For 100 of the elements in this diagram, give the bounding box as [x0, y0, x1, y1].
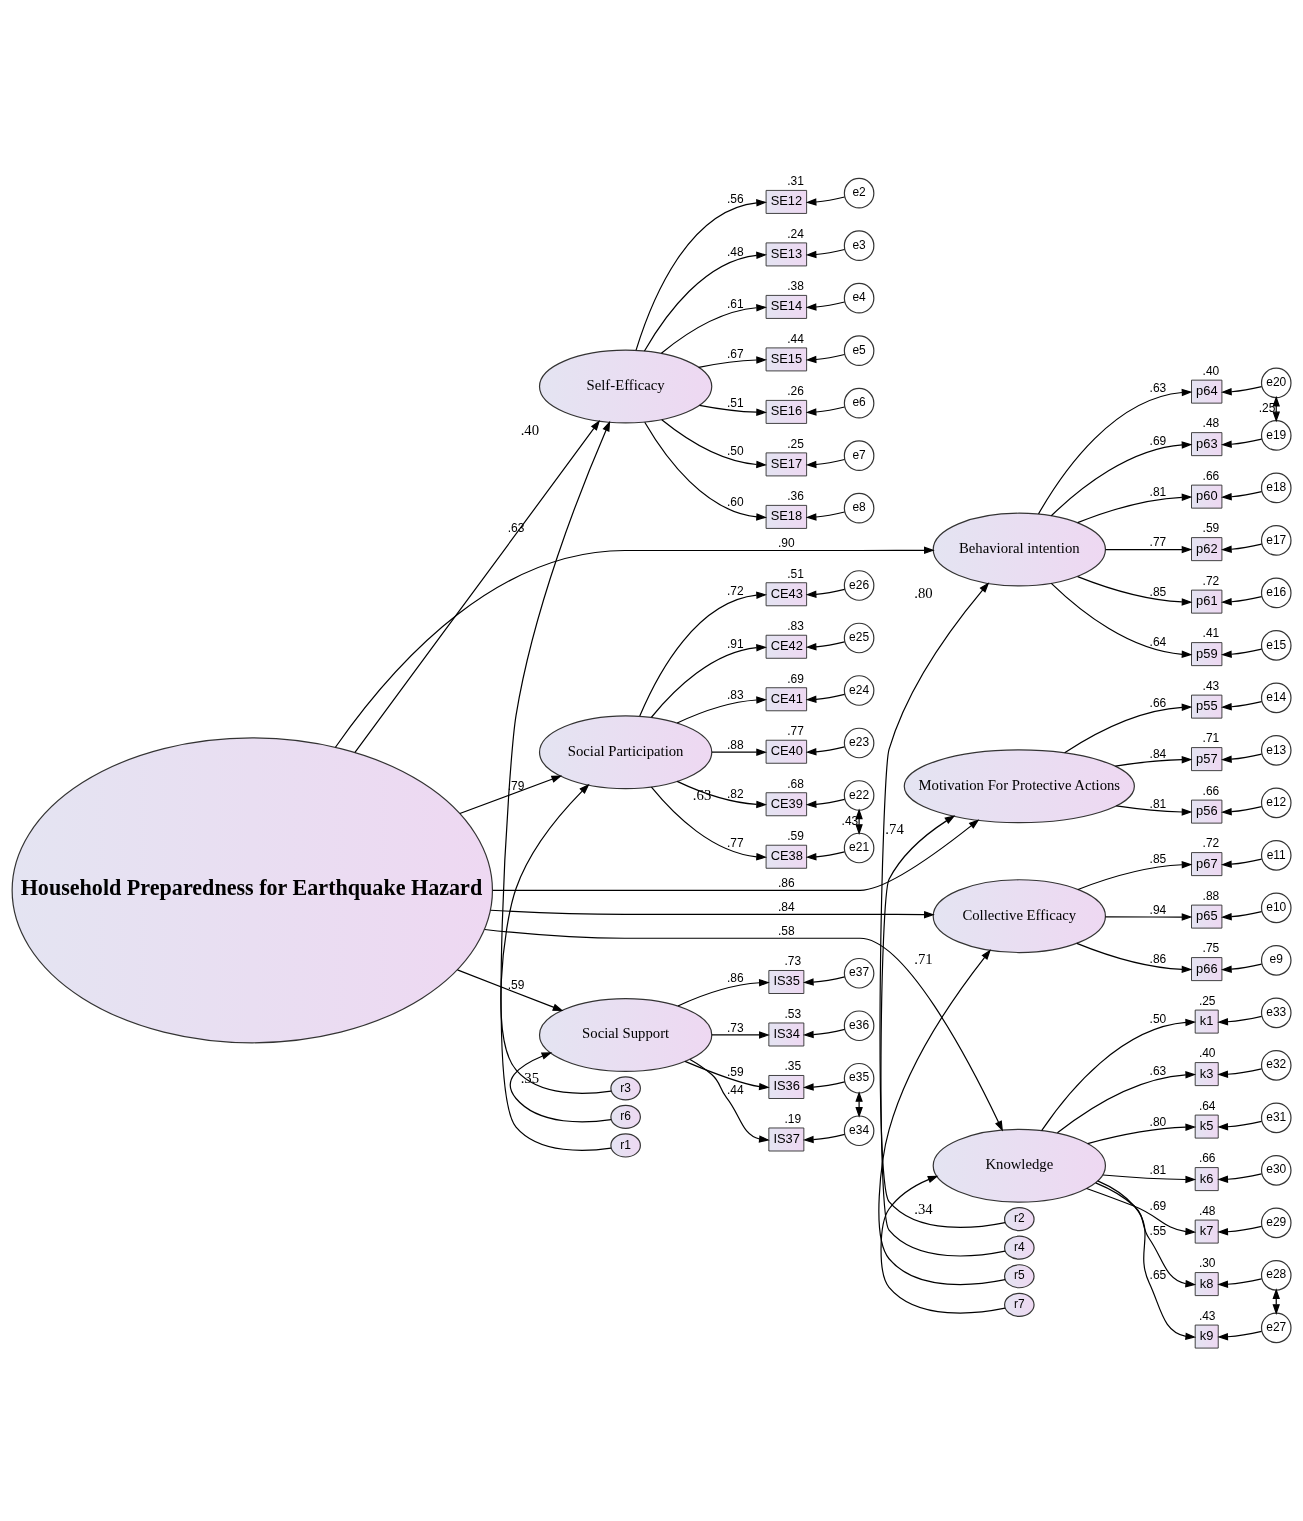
node-circle: e3 [843, 230, 875, 261]
edge-label: .80 [1149, 1114, 1167, 1129]
edge-label: .77 [726, 836, 744, 851]
node-label: .40 [1202, 363, 1220, 378]
arrow [1221, 911, 1263, 921]
node-label: .38 [787, 279, 804, 294]
arrow [805, 588, 846, 599]
arrow [635, 199, 767, 351]
edge-label: .64 [1149, 634, 1167, 649]
node-circle: e26 [843, 570, 875, 601]
arrow [1050, 441, 1193, 517]
arrow [802, 1081, 846, 1091]
node-label: .71 [914, 951, 933, 968]
edge-label: .85 [1149, 585, 1167, 600]
edge-label: .25 [1258, 401, 1276, 416]
edge-label: .58 [778, 923, 795, 938]
node-label: .73 [784, 954, 802, 969]
arrow [805, 458, 846, 469]
edge-label: .81 [1149, 484, 1167, 499]
arrow [802, 1133, 846, 1144]
arrow [805, 798, 846, 809]
node-label: .71 [1202, 731, 1220, 746]
edge-label: .81 [1149, 796, 1167, 811]
edge-label: .61 [726, 296, 744, 311]
node-label: .36 [787, 489, 804, 504]
node-label: .63 [692, 787, 712, 804]
node-label: .43 [1202, 678, 1220, 693]
edge-label: .84 [778, 899, 795, 914]
node-label: .72 [1202, 573, 1220, 588]
arrow [1217, 1120, 1263, 1131]
node-label: .66 [1202, 468, 1220, 483]
node-ellipse: Behavioral intention [932, 512, 1107, 587]
arrow [1105, 545, 1193, 554]
arrow [1221, 648, 1263, 658]
node-circle: e17 [1260, 525, 1292, 556]
arrow [1221, 596, 1263, 606]
arrow [1221, 963, 1263, 973]
node-ellipse: r6 [610, 1104, 641, 1130]
arrow [1077, 861, 1193, 891]
arrow [639, 591, 767, 717]
node-label: .51 [787, 566, 804, 581]
arrow [660, 304, 767, 354]
arrow [802, 1028, 846, 1039]
node-ellipse: r4 [1004, 1235, 1035, 1260]
edge-label: .94 [1149, 902, 1167, 917]
arrow [1217, 1015, 1263, 1026]
node-label: .24 [787, 226, 804, 241]
edge-label: .59 [507, 978, 525, 993]
edge-label: .86 [1149, 952, 1167, 967]
arrow [1077, 576, 1193, 606]
arrow [1097, 1180, 1197, 1340]
arrow [1041, 1018, 1197, 1132]
arrow [878, 949, 1006, 1286]
node-circle: e31 [1260, 1102, 1292, 1134]
node-circle: e7 [843, 440, 875, 471]
node-circle: e14 [1260, 682, 1292, 714]
arrow [805, 406, 846, 416]
node-ellipse: r5 [1004, 1264, 1035, 1289]
node-ellipse: Self-Efficacy [538, 349, 713, 424]
node-circle: e9 [1260, 945, 1292, 976]
arrow [802, 976, 846, 986]
node-label: .88 [1202, 888, 1220, 903]
edge-label: .60 [726, 494, 744, 509]
node-label: .53 [784, 1006, 802, 1021]
arrow [676, 696, 767, 724]
arrow [855, 808, 863, 835]
arrow [456, 969, 564, 1012]
node-ellipse: Collective Efficacy [932, 879, 1107, 954]
node-circle: e6 [843, 387, 875, 419]
node-circle: e32 [1260, 1050, 1292, 1081]
arrow [509, 1052, 612, 1123]
node-circle: e16 [1260, 577, 1292, 609]
arrow [1037, 388, 1193, 515]
arrow [1221, 543, 1263, 553]
arrow [1064, 703, 1193, 754]
node-label: .72 [1202, 836, 1220, 851]
node-circle: e5 [843, 335, 875, 366]
node-circle: e13 [1260, 735, 1292, 766]
arrow [1114, 755, 1193, 767]
edge-label: .86 [778, 876, 795, 891]
arrow [684, 1060, 770, 1091]
arrow [805, 746, 846, 756]
arrow [650, 786, 767, 861]
edge-label: .66 [1149, 695, 1167, 710]
node-label: .35 [784, 1059, 802, 1074]
node-label: .48 [1202, 416, 1220, 431]
arrow [1217, 1225, 1263, 1236]
arrow [500, 420, 612, 1151]
node-circle: e29 [1260, 1207, 1292, 1239]
node-circle: e24 [843, 675, 875, 706]
arrow [644, 421, 767, 521]
node-circle: e23 [843, 727, 875, 759]
node-label: .68 [787, 776, 804, 791]
arrow [459, 775, 563, 815]
edge-label: .82 [726, 786, 744, 801]
arrow [1221, 858, 1263, 868]
arrow [490, 909, 935, 919]
edge-label: .55 [1149, 1224, 1167, 1239]
edge-label: .56 [726, 191, 744, 206]
arrow [1217, 1068, 1263, 1078]
